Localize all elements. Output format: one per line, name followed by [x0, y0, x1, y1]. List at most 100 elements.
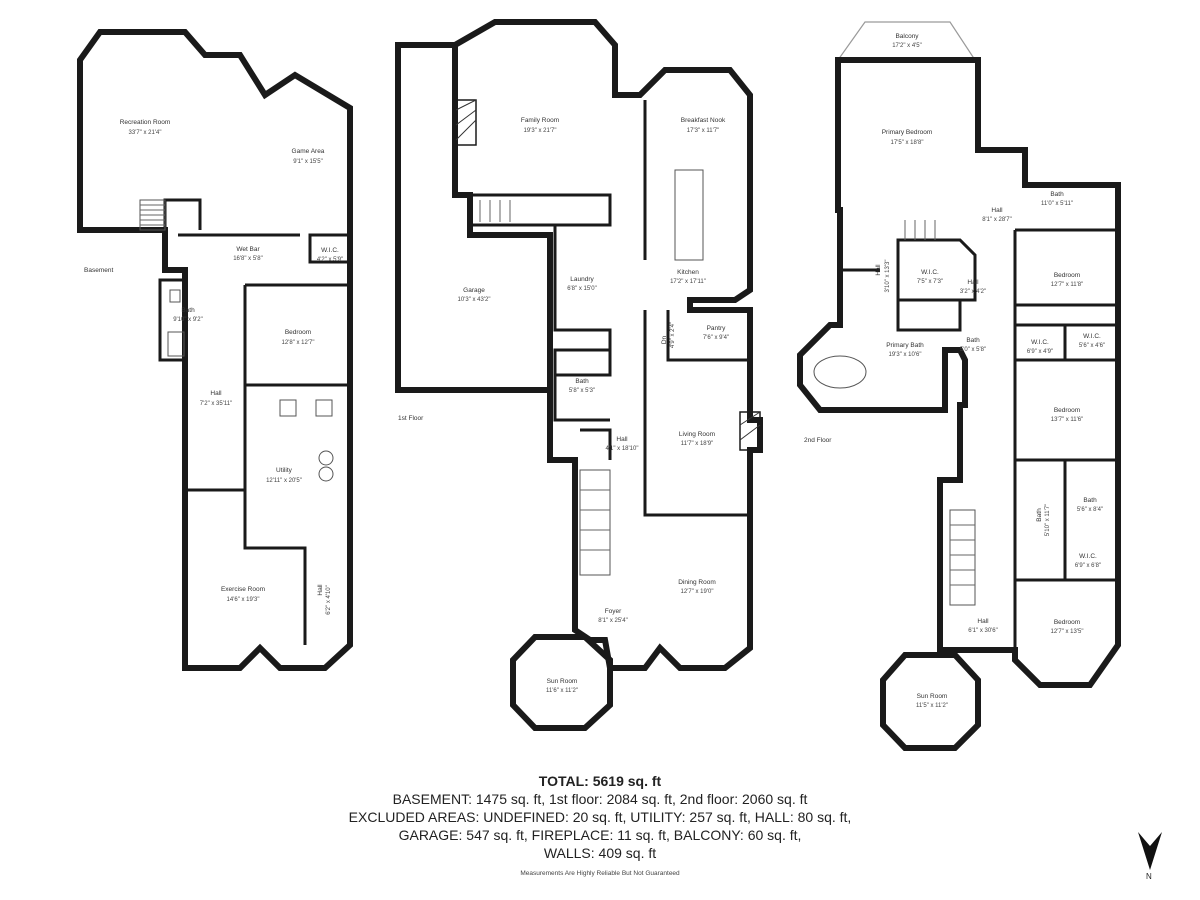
- north-arrow-icon: N: [1130, 830, 1170, 885]
- room-name-wic4: W.I.C.: [1079, 553, 1097, 560]
- room-name-wic2: W.I.C.: [1031, 339, 1049, 346]
- room-name-pantry: Pantry: [707, 325, 727, 332]
- room-name-hall1: Hall: [991, 207, 1003, 214]
- room-name-wetbar: Wet Bar: [236, 246, 260, 253]
- room-name-primarybed: Primary Bedroom: [882, 129, 933, 136]
- area-summary: TOTAL: 5619 sq. ft BASEMENT: 1475 sq. ft…: [300, 772, 900, 862]
- first-floor-stairs: [579, 469, 611, 576]
- room-dims-bed3: 12'7" x 13'5": [1051, 629, 1084, 635]
- fireplace-icon: [455, 99, 477, 146]
- room-dims-hall2: 3'10" x 13'3": [885, 260, 891, 293]
- water-heater-icon: [318, 450, 334, 466]
- room-dims-dining: 12'7" x 19'0": [681, 589, 714, 595]
- room-name-hall2: Hall: [317, 584, 324, 596]
- room-dims-wic3: 5'6" x 4'6": [1079, 343, 1105, 349]
- room-dims-wic1: 7'5" x 7'3": [917, 279, 943, 285]
- room-name-sun: Sun Room: [917, 693, 948, 700]
- room-dims-hall1: 8'1" x 28'7": [982, 217, 1012, 223]
- room-dims-bed1: 12'7" x 11'8": [1051, 282, 1083, 288]
- room-dims-wic: 4'2" x 5'9": [317, 257, 343, 263]
- room-name-foyer: Foyer: [605, 608, 622, 615]
- room-dims-kitchen: 17'2" x 17'11": [670, 279, 706, 285]
- room-dims-balcony: 17'2" x 4'5": [892, 43, 922, 49]
- water-heater-icon: [318, 466, 334, 482]
- floor-plan: Basement Recreation Room 33'7" x 21'4" G…: [77, 19, 1121, 751]
- room-name-laundry: Laundry: [570, 276, 594, 283]
- room-dims-hall: 4'1" x 18'10": [606, 446, 639, 452]
- kitchen-island: [674, 169, 704, 261]
- room-name-bath1: Bath: [1050, 191, 1064, 198]
- room-name-primarybath: Primary Bath: [886, 342, 924, 349]
- room-dims-hall3: 3'2" x 4'2": [960, 289, 986, 295]
- room-dims-primarybed: 17'5" x 18'8": [891, 140, 924, 146]
- room-dims-bath: 9'10" x 9'2": [173, 317, 203, 323]
- excluded-areas-line: EXCLUDED AREAS: UNDEFINED: 20 sq. ft, UT…: [348, 809, 852, 825]
- room-name-wic3: W.I.C.: [1083, 333, 1101, 340]
- room-dims-bath4: 5'6" x 8'4": [1077, 507, 1103, 513]
- room-name-bed2: Bedroom: [1054, 407, 1080, 414]
- room-name-living: Living Room: [679, 431, 715, 438]
- room-dims-exercise: 14'6" x 19'3": [227, 597, 260, 603]
- floor-areas: BASEMENT: 1475 sq. ft, 1st floor: 2084 s…: [392, 791, 808, 807]
- room-name-game: Game Area: [292, 148, 325, 155]
- first-floor-stairs-up: [479, 200, 511, 222]
- basement-floor-label: Basement: [84, 267, 113, 274]
- excluded-areas-line-2: GARAGE: 547 sq. ft, FIREPLACE: 11 sq. ft…: [398, 827, 802, 843]
- room-name-bath4: Bath: [1083, 497, 1097, 504]
- utility-equipment: [279, 399, 297, 417]
- room-dims-breakfast: 17'3" x 11'7": [687, 128, 719, 134]
- room-name-family: Family Room: [521, 117, 559, 124]
- second-floor-stairs-up: [904, 220, 936, 240]
- room-dims-game: 9'1" x 15'5": [293, 159, 323, 165]
- room-name-exercise: Exercise Room: [221, 586, 265, 593]
- room-name-hall4: Hall: [977, 618, 989, 625]
- basement-plan: Basement Recreation Room 33'7" x 21'4" G…: [77, 29, 353, 671]
- room-name-garage: Garage: [463, 287, 485, 294]
- room-name-bath2: Bath: [966, 337, 980, 344]
- room-name-hall2: Hall: [875, 264, 882, 276]
- room-dims-living: 11'7" x 18'9": [681, 441, 713, 447]
- room-name-wic: W.I.C.: [321, 247, 339, 254]
- first-floor-label: 1st Floor: [398, 415, 424, 422]
- room-name-recreation: Recreation Room: [120, 119, 171, 126]
- north-label: N: [1146, 872, 1152, 881]
- room-name-balcony: Balcony: [895, 33, 919, 40]
- basement-stairs: [139, 199, 166, 231]
- room-dims-hall: 7'2" x 35'11": [200, 401, 232, 407]
- room-dims-hall2: 6'2" x 4'10": [326, 585, 332, 615]
- second-floor-plan: 2nd Floor Balcony 17'2" x 4'5" Primary B…: [797, 21, 1121, 751]
- room-dims-sun: 11'5" x 11'2": [916, 703, 948, 709]
- room-dims-wic2: 6'9" x 4'9": [1027, 349, 1053, 355]
- total-area: TOTAL: 5619 sq. ft: [538, 773, 662, 789]
- fireplace-icon: [739, 411, 761, 451]
- room-dims-pantry: 7'6" x 9'4": [703, 335, 729, 341]
- room-dims-utility: 12'11" x 20'5": [266, 478, 302, 484]
- room-dims-hall4: 6'1" x 30'6": [968, 628, 998, 634]
- room-dims-bedroom: 12'8" x 12'7": [282, 340, 315, 346]
- room-name-hall3: Hall: [967, 279, 979, 286]
- room-name-bed3: Bedroom: [1054, 619, 1080, 626]
- room-dims-foyer: 8'1" x 25'4": [598, 618, 628, 624]
- room-name-bedroom: Bedroom: [285, 329, 311, 336]
- room-dims-garage: 10'3" x 43'2": [458, 297, 491, 303]
- room-dims-family: 19'3" x 21'7": [524, 128, 557, 134]
- room-dims-sun: 11'6" x 11'2": [546, 688, 578, 694]
- second-floor-stairs: [949, 509, 976, 606]
- room-dims-primarybath: 19'3" x 10'6": [889, 352, 922, 358]
- room-name-dining: Dining Room: [678, 579, 716, 586]
- room-name-wic1: W.I.C.: [921, 269, 939, 276]
- room-name-bath: Bath: [181, 307, 195, 314]
- measurement-disclaimer: Measurements Are Highly Reliable But Not…: [520, 870, 680, 877]
- room-name-hall: Hall: [616, 436, 628, 443]
- room-dims-wetbar: 16'8" x 5'8": [233, 256, 263, 262]
- room-dims-bath1: 11'0" x 5'11": [1041, 201, 1073, 207]
- second-floor-label: 2nd Floor: [804, 437, 832, 444]
- room-name-kitchen: Kitchen: [677, 269, 699, 276]
- utility-equipment: [315, 399, 333, 417]
- room-name-bath3: Bath: [1036, 508, 1043, 522]
- room-name-bed1: Bedroom: [1054, 272, 1080, 279]
- room-dims-dn: 4'9" x 2'4": [670, 322, 676, 348]
- room-dims-bath: 5'8" x 5'3": [569, 388, 595, 394]
- room-dims-bath2: 5'0" x 5'8": [960, 347, 986, 353]
- room-dims-laundry: 6'8" x 15'0": [567, 286, 597, 292]
